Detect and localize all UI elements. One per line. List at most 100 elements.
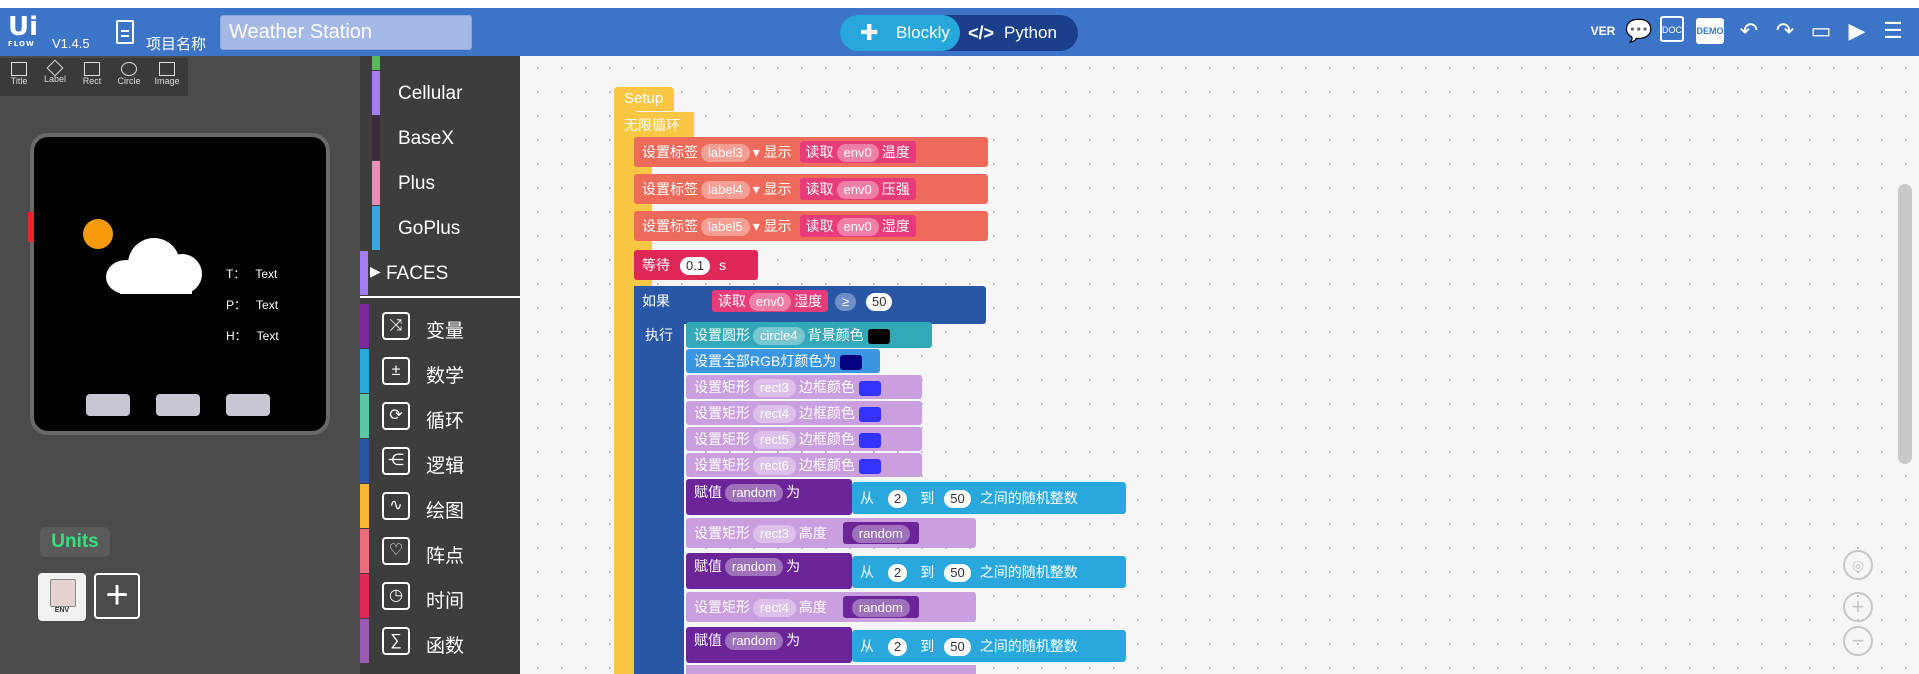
cloud-image[interactable] xyxy=(106,238,202,296)
rect-icon xyxy=(84,62,100,76)
screen-icon[interactable]: ▭ xyxy=(1810,18,1832,43)
palette-circle-label: Circle xyxy=(117,76,141,86)
run-icon[interactable]: ▶ xyxy=(1848,18,1866,43)
zoom-out-icon[interactable]: − xyxy=(1843,626,1873,656)
category-scrollbar[interactable] xyxy=(520,56,526,674)
zoom-in-icon[interactable]: + xyxy=(1843,592,1873,622)
demo-icon[interactable]: DEMO xyxy=(1696,18,1724,44)
env-unit-card[interactable]: ENV xyxy=(38,573,86,621)
expand-triangle-icon: ▶ xyxy=(370,263,381,279)
block-category-panel xyxy=(360,56,520,674)
palette-rect[interactable]: Rect xyxy=(75,60,109,96)
palette-circle[interactable]: Circle xyxy=(112,60,146,96)
logic-icon: ⋲ xyxy=(382,447,410,475)
doc-icon[interactable]: DOC xyxy=(1660,16,1684,42)
python-tab-label: Python xyxy=(1004,23,1057,42)
palette-title[interactable]: Title xyxy=(2,60,36,96)
setup-spine xyxy=(614,110,636,674)
blockly-tab[interactable]: ✚ Blockly xyxy=(840,15,960,51)
category-top-stub xyxy=(372,56,380,70)
category-math[interactable]: ±数学 xyxy=(360,349,520,394)
loop-header[interactable] xyxy=(614,112,694,138)
device-side-marker xyxy=(28,212,34,242)
category-plus[interactable]: Plus xyxy=(360,161,520,206)
variable-icon: ⤨ xyxy=(382,312,410,340)
recenter-icon[interactable]: ◎ xyxy=(1843,550,1873,580)
category-loops[interactable]: ⟳循环 xyxy=(360,394,520,439)
set-rgb-block[interactable]: 设置全部RGB灯颜色为 xyxy=(686,349,880,373)
add-unit-button[interactable]: + xyxy=(94,573,140,619)
workspace-scrollbar[interactable] xyxy=(1898,184,1912,464)
loop-icon: ⟳ xyxy=(382,402,410,430)
palette-label-label: Label xyxy=(43,74,67,84)
circle-icon xyxy=(121,62,137,76)
category-divider xyxy=(360,296,520,298)
file-icon[interactable] xyxy=(116,20,134,44)
project-name-label: 项目名称 xyxy=(146,36,207,53)
math-icon: ± xyxy=(382,357,410,385)
device-button-c[interactable] xyxy=(226,394,270,416)
category-goplus[interactable]: GoPlus xyxy=(360,206,520,251)
category-functions[interactable]: ∑函数 xyxy=(360,619,520,664)
blockly-tab-label: Blockly xyxy=(896,23,950,42)
redo-icon[interactable]: ↷ xyxy=(1775,18,1795,43)
category-faces[interactable]: ▶FACES xyxy=(360,251,520,296)
env-unit-icon xyxy=(50,579,76,607)
ver-icon[interactable]: VER xyxy=(1590,24,1616,38)
setup-block[interactable] xyxy=(614,87,674,111)
device-button-a[interactable] xyxy=(86,394,130,416)
units-title: Units xyxy=(40,527,110,557)
sun-circle[interactable] xyxy=(83,219,113,249)
category-graphics[interactable]: ∿绘图 xyxy=(360,484,520,529)
palette-label[interactable]: Label xyxy=(38,59,72,96)
if-block-spine xyxy=(634,286,684,674)
undo-icon[interactable]: ↶ xyxy=(1739,18,1759,43)
setup-label: Setup xyxy=(624,90,664,107)
if-then-label: 执行 xyxy=(645,327,673,343)
category-cellular[interactable]: Cellular xyxy=(360,71,520,116)
category-basex[interactable]: BaseX xyxy=(360,116,520,161)
loop-label: 无限循环 xyxy=(624,117,680,133)
category-logic[interactable]: ⋲逻辑 xyxy=(360,439,520,484)
category-matrix[interactable]: ♡阵点 xyxy=(360,529,520,574)
device-label-t[interactable]: T：Text xyxy=(226,267,278,281)
graph-icon: ∿ xyxy=(382,492,410,520)
device-button-b[interactable] xyxy=(156,394,200,416)
message-icon[interactable]: 💬 xyxy=(1625,18,1653,43)
palette-title-label: Title xyxy=(10,76,28,86)
project-name-input[interactable]: Weather Station xyxy=(220,15,472,50)
widget-palette xyxy=(0,58,188,96)
code-icon: </> xyxy=(968,23,995,43)
menu-icon[interactable]: ☰ xyxy=(1883,18,1903,43)
palette-image-label: Image xyxy=(154,76,180,86)
category-time[interactable]: ◷时间 xyxy=(360,574,520,619)
heart-icon: ♡ xyxy=(382,537,410,565)
device-label-p[interactable]: P：Text xyxy=(226,298,279,312)
category-variables[interactable]: ⤨变量 xyxy=(360,304,520,349)
env-unit-label: ENV xyxy=(54,607,70,614)
set-rect5-height-block[interactable] xyxy=(686,665,976,674)
device-label-h[interactable]: H：Text xyxy=(226,329,279,343)
palette-rect-label: Rect xyxy=(82,76,102,86)
palette-image[interactable]: Image xyxy=(150,60,184,96)
python-tab[interactable]: </> Python xyxy=(962,15,1076,51)
